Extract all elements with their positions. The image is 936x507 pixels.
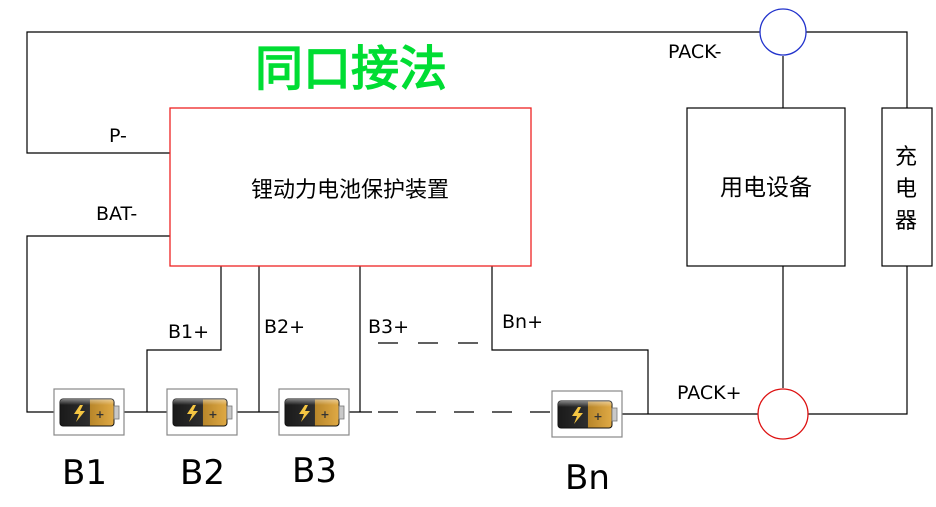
label-pack-plus: PACK+ <box>677 382 742 404</box>
battery-icon <box>166 388 238 436</box>
charger-label-char-3: 器 <box>895 209 917 234</box>
label-bn-plus: Bn+ <box>502 311 543 333</box>
cell-bn: Bn <box>551 390 623 498</box>
label-b2-plus: B2+ <box>264 316 305 338</box>
cell-b3: B3 <box>278 388 350 491</box>
label-b3-plus: B3+ <box>368 316 409 338</box>
cell-b1: B1 <box>53 388 125 493</box>
label-b1-plus: B1+ <box>168 321 209 343</box>
label-pack-minus: PACK- <box>668 41 722 63</box>
battery-icon <box>278 388 350 436</box>
pack-plus-connector <box>757 388 809 440</box>
charger-label-char-2: 电 <box>895 177 917 202</box>
battery-icon <box>551 390 623 438</box>
cell-b3-label: B3 <box>292 451 337 491</box>
protection-board-label: 锂动力电池保护装置 <box>251 178 449 203</box>
charger-label-char-1: 充 <box>895 145 917 170</box>
battery-icon <box>53 388 125 436</box>
charger: 充 电 器 <box>881 107 933 267</box>
load-device: 用电设备 <box>686 107 846 267</box>
diagram-title: 同口接法 <box>255 41 447 97</box>
load-device-label: 用电设备 <box>720 175 812 201</box>
label-p-minus: P- <box>109 125 127 147</box>
cell-bn-label: Bn <box>565 458 610 498</box>
cell-b1-label: B1 <box>62 453 107 493</box>
cell-b2-label: B2 <box>180 453 225 493</box>
protection-board: 锂动力电池保护装置 <box>169 107 532 267</box>
wiring <box>26 31 908 415</box>
cell-b2: B2 <box>166 388 238 493</box>
label-bat-minus: BAT- <box>96 203 137 225</box>
pack-minus-connector <box>759 8 807 56</box>
